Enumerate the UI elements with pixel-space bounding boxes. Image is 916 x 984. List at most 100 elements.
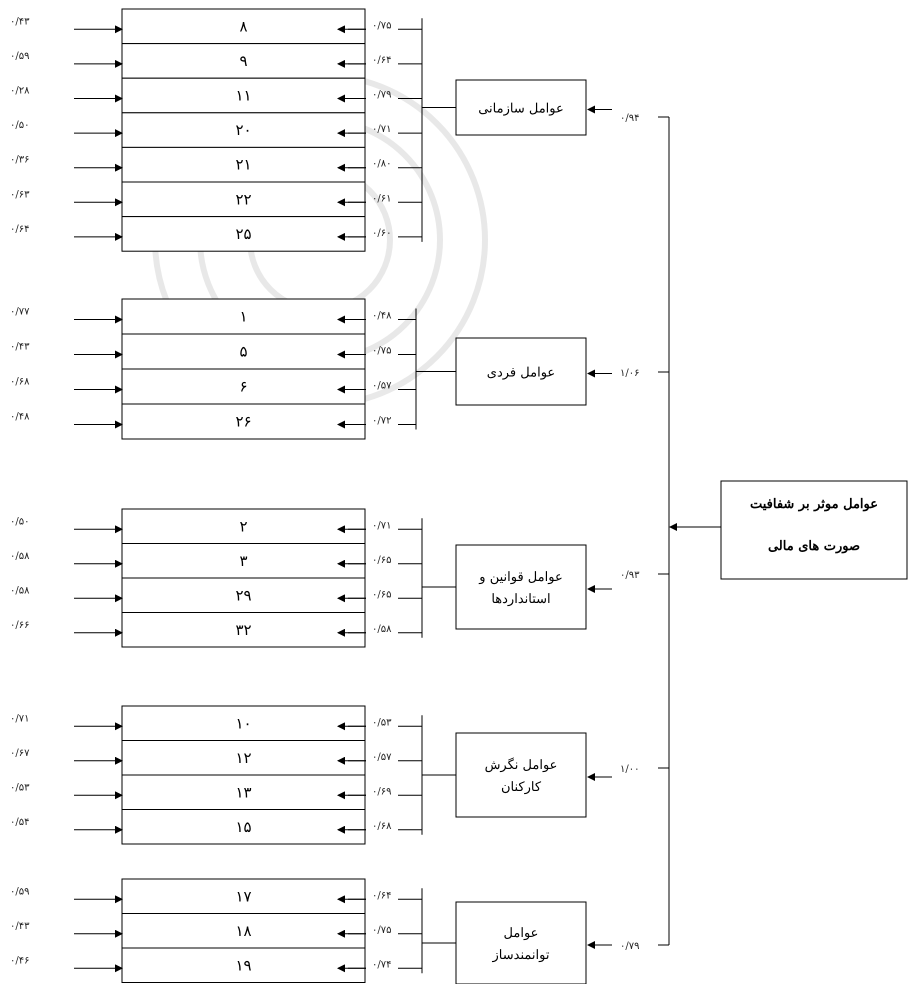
factor-label: کارکنان [501,780,542,795]
error-value: ۰/۶۶ [10,620,29,631]
loading-value: ۰/۶۵ [372,589,391,600]
root-box [720,480,908,580]
factor-box [455,337,587,406]
error-value: ۰/۶۳ [10,189,30,200]
item-label: ۱۱ [235,87,251,105]
item-label: ۱۸ [235,922,251,940]
item-label: ۱۷ [235,887,251,905]
item-label: ۵ [239,343,247,361]
item-label: ۶ [239,378,247,396]
error-value: ۰/۵۸ [10,551,30,562]
item-label: ۲۱ [235,156,251,174]
error-value: ۰/۵۰ [10,120,29,131]
factor-label: عوامل فردی [487,366,555,381]
item-label: ۹ [239,52,247,70]
error-value: ۰/۵۸ [10,585,30,596]
loading-value: ۰/۶۹ [372,786,391,797]
item-label: ۲۰ [235,121,251,139]
item-label: ۲۲ [235,190,251,208]
item-label: ۱۵ [235,818,251,836]
factor-weight: ۱/۰۶ [620,368,639,379]
item-label: ۲ [239,517,247,535]
item-box [121,740,366,776]
item-label: ۲۵ [235,225,251,243]
loading-value: ۰/۷۴ [372,959,391,970]
error-value: ۰/۶۸ [10,377,30,388]
item-box [121,403,366,440]
loading-value: ۰/۴۸ [372,311,392,322]
error-value: ۰/۵۳ [10,782,30,793]
loading-value: ۰/۸۰ [372,159,391,170]
error-value: ۰/۴۳ [10,16,30,27]
error-value: ۰/۳۶ [10,155,29,166]
loading-value: ۰/۵۸ [372,624,392,635]
item-label: ۲۹ [235,586,251,604]
item-label: ۲۶ [235,413,251,431]
error-value: ۰/۴۳ [10,342,30,353]
factor-label: عوامل نگرش [485,757,558,773]
factor-label: استانداردها [491,592,550,607]
item-box [121,8,366,45]
error-value: ۰/۶۷ [10,748,30,759]
loading-value: ۰/۶۸ [372,821,392,832]
item-box [121,333,366,370]
loading-value: ۰/۶۴ [372,55,391,66]
loading-value: ۰/۷۵ [372,346,391,357]
loading-value: ۰/۷۱ [372,520,391,531]
loading-value: ۰/۵۷ [372,381,392,392]
error-value: ۰/۵۰ [10,516,29,527]
item-label: ۱۹ [235,956,251,974]
root-line-1: عوامل موثر بر شفافیت [750,497,878,512]
error-value: ۰/۷۱ [10,713,29,724]
item-box [121,77,366,114]
item-box [121,146,366,183]
item-box [121,705,366,741]
item-box [121,181,366,218]
error-value: ۰/۵۹ [10,51,29,62]
factor-box [455,901,587,984]
error-value: ۰/۴۳ [10,921,30,932]
loading-value: ۰/۶۵ [372,555,391,566]
factor-box [455,79,587,136]
loading-value: ۰/۷۵ [372,925,391,936]
root-line-2: صورت های مالی [768,539,860,554]
item-box [121,543,366,579]
item-label: ۱۳ [235,783,251,801]
factor-label: عوامل قوانین و [478,570,562,585]
loading-value: ۰/۶۰ [372,228,391,239]
loading-value: ۰/۷۵ [372,20,391,31]
factor-label: عوامل سازمانی [478,102,564,117]
item-label: ۱ [239,308,247,326]
item-label: ۳۲ [235,621,251,639]
loading-value: ۰/۶۴ [372,890,391,901]
loading-value: ۰/۷۹ [372,90,391,101]
error-value: ۰/۴۶ [10,955,29,966]
item-box [121,508,366,544]
loading-value: ۰/۵۷ [372,752,392,763]
factor-label: توانمندساز [492,948,550,963]
factor-weight: ۰/۹۴ [620,113,639,124]
item-label: ۸ [239,17,247,35]
item-box [121,577,366,613]
item-box [121,216,366,252]
root-node: عوامل موثر بر شفافیت صورت های مالی [720,480,908,580]
item-box [121,368,366,405]
factor-box [455,732,587,818]
error-value: ۰/۶۴ [10,224,29,235]
item-label: ۱۰ [235,714,251,732]
item-label: ۱۲ [235,749,251,767]
error-value: ۰/۵۴ [10,817,29,828]
error-value: ۰/۴۸ [10,412,30,423]
item-label: ۳ [239,552,247,570]
factor-weight: ۱/۰۰ [620,764,639,775]
loading-value: ۰/۷۱ [372,124,391,135]
error-value: ۰/۲۸ [10,86,30,97]
factor-weight: ۰/۹۳ [620,570,640,581]
loading-value: ۰/۶۱ [372,193,391,204]
factor-weight: ۰/۷۹ [620,941,639,952]
loading-value: ۰/۵۳ [372,717,392,728]
item-box [121,112,366,148]
item-box [121,298,366,335]
error-value: ۰/۵۹ [10,886,29,897]
